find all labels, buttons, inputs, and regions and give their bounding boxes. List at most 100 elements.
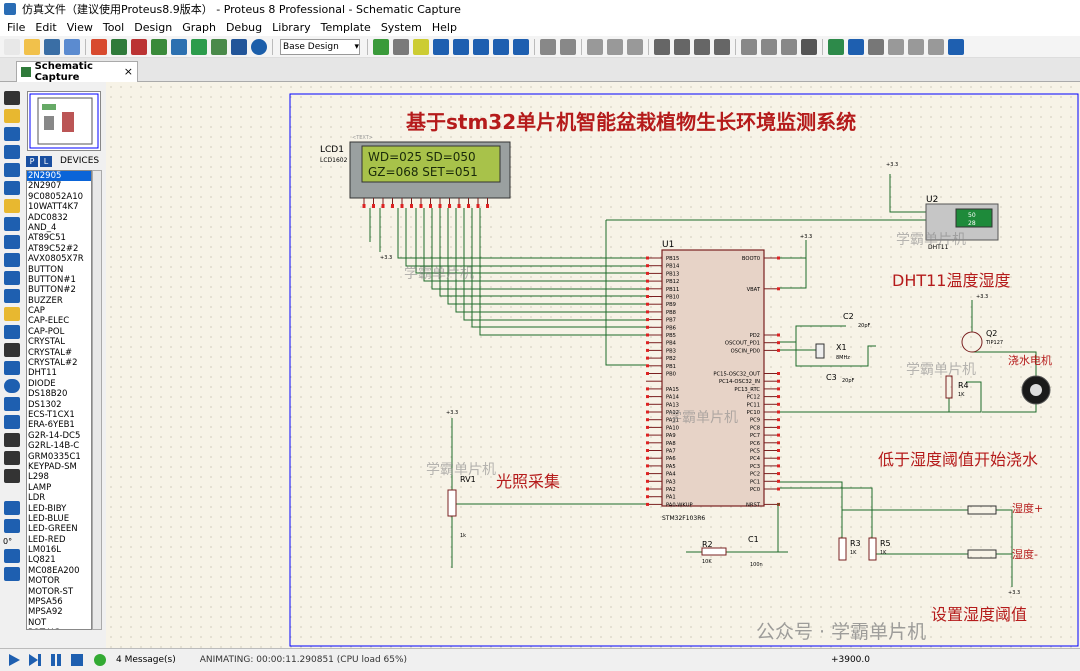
device-item[interactable]: DIODE — [28, 378, 56, 389]
menu-edit[interactable]: Edit — [35, 20, 57, 34]
block-move-icon[interactable] — [674, 38, 690, 55]
device-item[interactable]: MPSA92 — [28, 607, 63, 618]
rv1-symbol[interactable] — [447, 489, 457, 517]
device-item[interactable]: LED-BLUE — [28, 513, 70, 524]
open-folder-icon[interactable] — [24, 38, 40, 55]
tape-recorder-icon[interactable] — [4, 271, 20, 285]
origin-icon[interactable] — [413, 38, 429, 55]
save-icon[interactable] — [44, 38, 60, 55]
device-item[interactable]: BUZZER — [28, 295, 63, 306]
pcb-icon[interactable] — [131, 38, 147, 55]
graph-mode-icon[interactable] — [4, 253, 20, 267]
device-item[interactable]: G2RL-14B-C — [28, 441, 80, 452]
bus-mode-icon[interactable] — [4, 181, 20, 195]
device-item[interactable]: MOTOR — [28, 576, 60, 587]
device-item[interactable]: ERA-6YEB1 — [28, 420, 75, 431]
copy-icon[interactable] — [607, 38, 623, 55]
device-list-scrollbar[interactable] — [92, 170, 102, 630]
terminals-mode-icon[interactable] — [4, 217, 20, 231]
step-icon[interactable] — [28, 653, 42, 667]
button-down-symbol[interactable] — [967, 549, 997, 559]
bom-icon[interactable] — [191, 38, 207, 55]
search-tag-icon[interactable] — [848, 38, 864, 55]
device-item[interactable]: DHT11 — [28, 368, 57, 379]
menu-help[interactable]: Help — [431, 20, 457, 34]
text-script-mode-icon[interactable] — [4, 163, 20, 177]
home-icon[interactable] — [91, 38, 107, 55]
mirror-y-icon[interactable] — [4, 567, 20, 581]
design-combo[interactable]: Base Design▾ — [280, 38, 360, 55]
device-item[interactable]: ECS-T1CX1 — [28, 409, 75, 420]
rotation-angle[interactable]: 0° — [3, 537, 13, 546]
exit-to-parent-icon[interactable] — [928, 38, 944, 55]
zoom-area-icon[interactable] — [513, 38, 529, 55]
cut-icon[interactable] — [587, 38, 603, 55]
text-mode-icon[interactable] — [4, 433, 20, 447]
selection-mode-icon[interactable] — [4, 91, 20, 105]
remove-sheet-icon[interactable] — [908, 38, 924, 55]
device-item[interactable]: AT89C51 — [28, 233, 66, 244]
device-item[interactable]: LED-RED — [28, 534, 66, 545]
symbol-mode-icon[interactable] — [4, 451, 20, 465]
device-item[interactable]: MC08EA200 — [28, 565, 80, 576]
gerber-icon[interactable] — [151, 38, 167, 55]
subcircuit-mode-icon[interactable] — [4, 199, 20, 213]
device-item[interactable]: POT-HG — [27, 628, 91, 629]
library-button[interactable]: L — [40, 155, 52, 167]
menu-system[interactable]: System — [380, 20, 422, 34]
zoom-out-icon[interactable] — [473, 38, 489, 55]
device-item[interactable]: L298 — [28, 472, 49, 483]
tab-schematic-capture[interactable]: Schematic Capture × — [16, 61, 138, 83]
device-item[interactable]: 2N2907 — [28, 181, 62, 192]
path-mode-icon[interactable] — [4, 415, 20, 429]
new-sheet-icon[interactable] — [888, 38, 904, 55]
decompose-icon[interactable] — [801, 38, 817, 55]
q2-symbol[interactable] — [961, 331, 983, 353]
device-item[interactable]: LQ821 — [28, 555, 56, 566]
wire-label-mode-icon[interactable] — [4, 145, 20, 159]
menu-file[interactable]: File — [7, 20, 26, 34]
refresh-icon[interactable] — [373, 38, 389, 55]
undo-icon[interactable] — [540, 38, 556, 55]
r3-symbol[interactable] — [838, 537, 847, 561]
block-copy-icon[interactable] — [654, 38, 670, 55]
menu-tool[interactable]: Tool — [102, 20, 125, 34]
pan-icon[interactable] — [433, 38, 449, 55]
device-item[interactable]: LAMP — [28, 482, 52, 493]
new-file-icon[interactable] — [4, 38, 20, 55]
device-item[interactable]: AVX0805X7R — [28, 254, 84, 265]
device-item[interactable]: LM016L — [28, 545, 62, 556]
redo-icon[interactable] — [560, 38, 576, 55]
device-item[interactable]: NOT — [28, 617, 47, 628]
messages-count[interactable]: 4 Message(s) — [116, 655, 176, 665]
device-item[interactable]: 10WATT4K7 — [28, 202, 79, 213]
device-item[interactable]: CAP-ELEC — [28, 316, 70, 327]
device-item[interactable]: MOTOR-ST — [28, 586, 74, 597]
menu-debug[interactable]: Debug — [225, 20, 263, 34]
schematic-icon[interactable] — [111, 38, 127, 55]
arc-mode-icon[interactable] — [4, 397, 20, 411]
netlist-icon[interactable] — [948, 38, 964, 55]
help-icon[interactable] — [251, 38, 267, 55]
grid-icon[interactable] — [393, 38, 409, 55]
rotate-cw-icon[interactable] — [4, 501, 20, 515]
make-device-icon[interactable] — [761, 38, 777, 55]
overview-window[interactable] — [27, 91, 101, 151]
virtual-instrument-icon[interactable] — [4, 325, 20, 339]
save-all-icon[interactable] — [64, 38, 80, 55]
device-item[interactable]: CRYSTAL# — [28, 347, 73, 358]
device-item[interactable]: AND_4 — [28, 222, 57, 233]
block-delete-icon[interactable] — [714, 38, 730, 55]
button-up-symbol[interactable] — [967, 505, 997, 515]
play-icon[interactable] — [7, 653, 21, 667]
mcu-body[interactable] — [661, 249, 765, 507]
pick-device-button[interactable]: P — [26, 155, 38, 167]
device-item[interactable]: AT89C52#2 — [28, 243, 79, 254]
r5-symbol[interactable] — [868, 537, 877, 561]
x1-symbol[interactable] — [815, 343, 825, 359]
device-item[interactable]: BUTTON#2 — [28, 285, 76, 296]
menu-graph[interactable]: Graph — [182, 20, 216, 34]
component-mode-icon[interactable] — [4, 109, 20, 123]
device-item[interactable]: BUTTON#1 — [28, 274, 76, 285]
